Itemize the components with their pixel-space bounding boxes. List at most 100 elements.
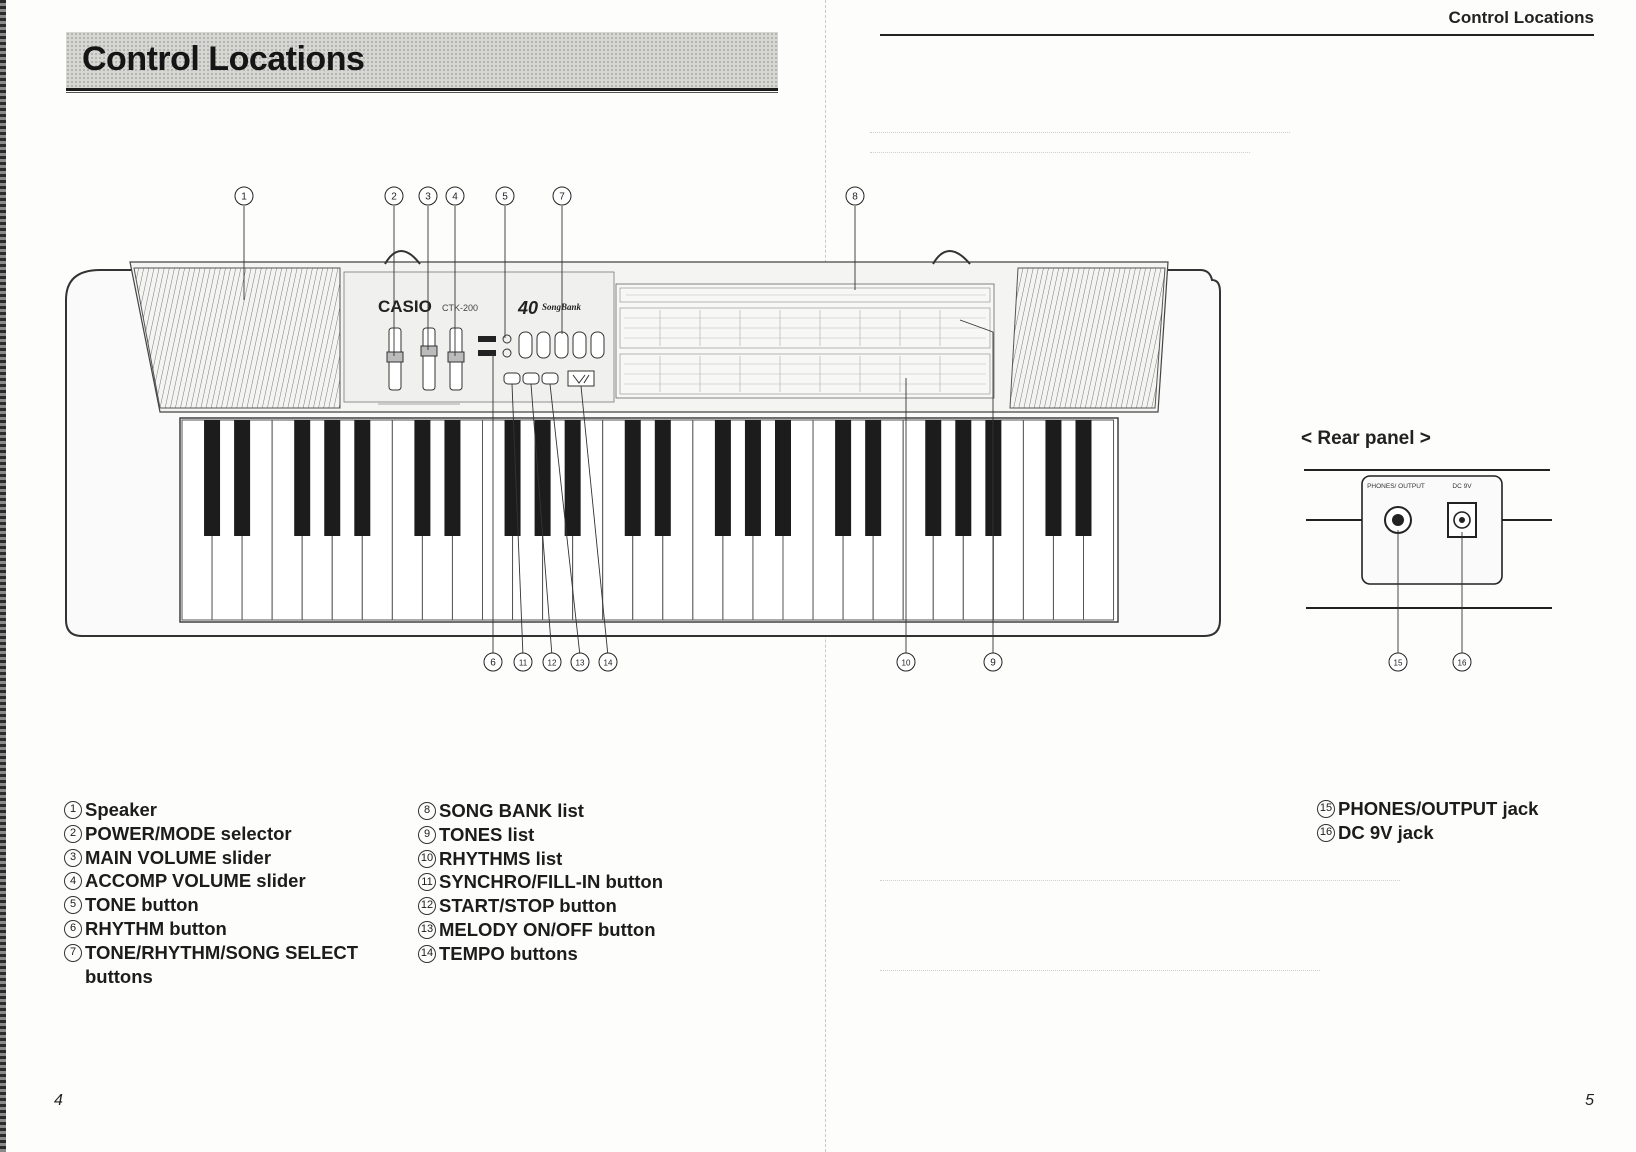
- carry-handle-right: [932, 250, 971, 265]
- black-key[interactable]: [835, 420, 852, 536]
- black-key[interactable]: [324, 420, 341, 536]
- black-key[interactable]: [354, 420, 371, 536]
- legend-number: 3: [64, 848, 82, 867]
- black-key[interactable]: [504, 420, 521, 536]
- callout-9: 9: [983, 652, 1003, 672]
- callout-10: 10: [896, 652, 916, 672]
- black-key[interactable]: [444, 420, 461, 536]
- black-key[interactable]: [1045, 420, 1062, 536]
- legend-number: 9: [418, 825, 436, 844]
- legend-text: SONG BANK list: [439, 800, 584, 821]
- main-volume-slider[interactable]: [420, 327, 438, 391]
- rhythm-led-icon: [502, 348, 512, 358]
- bleed-through: [880, 970, 1320, 971]
- legend-text: START/STOP button: [439, 895, 617, 917]
- title-rule: [66, 92, 778, 93]
- bleed-through: [880, 880, 1400, 881]
- brand-logo: CASIO: [378, 297, 432, 316]
- black-key[interactable]: [1075, 420, 1092, 536]
- black-key[interactable]: [925, 420, 942, 536]
- legend-number: 13: [418, 920, 436, 939]
- melody-on-off-button[interactable]: [541, 372, 559, 385]
- phones-output-jack[interactable]: [1384, 506, 1412, 534]
- page-title-banner: Control Locations: [66, 32, 778, 91]
- black-key[interactable]: [204, 420, 221, 536]
- black-key[interactable]: [744, 420, 761, 536]
- start-stop-button[interactable]: [522, 372, 540, 385]
- synchro-fill-in-button[interactable]: [503, 372, 521, 385]
- callout-6: 6: [483, 652, 503, 672]
- songbank-badge-number: 40: [517, 298, 538, 318]
- black-key[interactable]: [624, 420, 641, 536]
- power-mode-selector[interactable]: [386, 327, 404, 391]
- callout-number: 7: [559, 192, 565, 203]
- callout-15: 15: [1388, 652, 1408, 672]
- legend-number: 1: [64, 801, 82, 819]
- black-key[interactable]: [414, 420, 431, 536]
- black-key[interactable]: [294, 420, 311, 536]
- black-key[interactable]: [234, 420, 251, 536]
- accomp-volume-slider[interactable]: [447, 327, 465, 391]
- callout-number: 5: [502, 192, 508, 203]
- callout-13: 13: [570, 652, 590, 672]
- legend-text: RHYTHM button: [85, 917, 227, 939]
- legend-text: DC 9V jack: [1338, 821, 1434, 843]
- page-title: Control Locations: [82, 40, 365, 78]
- tone-led-icon: [502, 334, 512, 344]
- black-key[interactable]: [654, 420, 671, 536]
- black-key[interactable]: [775, 420, 791, 536]
- black-key[interactable]: [564, 420, 581, 536]
- callout-16: 16: [1452, 652, 1472, 672]
- black-key[interactable]: [714, 420, 731, 536]
- legend-text: Speaker: [85, 799, 157, 820]
- leader-lines: [243, 206, 1463, 657]
- legend-number: 16: [1317, 823, 1335, 842]
- callout-number: 11: [519, 659, 528, 668]
- callout-number: 13: [576, 659, 585, 668]
- callout-8: 8: [845, 186, 865, 206]
- tone-rhythm-song-select-buttons[interactable]: [518, 331, 605, 359]
- legend-text: RHYTHMS list: [439, 847, 563, 869]
- legend-number: 7: [64, 943, 82, 962]
- callout-1: 1: [234, 186, 254, 206]
- rhythm-button[interactable]: [478, 350, 496, 356]
- tone-button[interactable]: [478, 336, 496, 342]
- callout-4: 4: [445, 186, 465, 206]
- legend-text: TONE/RHYTHM/SONG SELECT buttons: [85, 941, 359, 987]
- rear-panel-label: < Rear panel >: [1301, 428, 1431, 449]
- callout-number: 12: [548, 659, 557, 668]
- callout-number: 2: [391, 192, 397, 203]
- black-key[interactable]: [865, 420, 882, 536]
- keyboard-diagram: CASIO CTK-200 40 SongBank: [65, 186, 1552, 672]
- dc-9v-label: DC 9V: [1452, 483, 1472, 490]
- legend-text: TONE button: [85, 894, 199, 916]
- black-key[interactable]: [534, 420, 551, 536]
- dc-9v-jack[interactable]: [1447, 502, 1477, 538]
- running-head-rule: [880, 34, 1594, 36]
- binding-edge: [0, 0, 6, 1152]
- legend-text: TONES list: [439, 823, 535, 845]
- callout-number: 9: [990, 658, 996, 669]
- callout-number: 3: [425, 192, 431, 203]
- legend-number: 8: [418, 802, 436, 820]
- legend-number: 14: [418, 944, 436, 963]
- black-key[interactable]: [955, 420, 972, 536]
- legend-number: 11: [418, 873, 436, 892]
- legend-number: 12: [418, 897, 436, 916]
- callout-2: 2: [384, 186, 404, 206]
- phones-output-label: PHONES/ OUTPUT: [1367, 483, 1425, 490]
- tempo-buttons[interactable]: [567, 370, 595, 387]
- callout-7: 7: [552, 186, 572, 206]
- callout-number: 15: [1394, 659, 1403, 668]
